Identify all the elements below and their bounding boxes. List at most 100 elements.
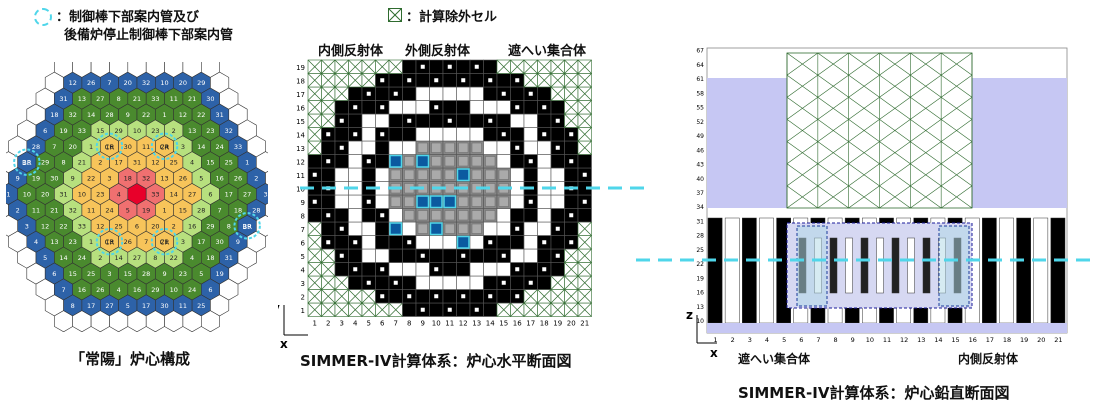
grid-cell (334, 262, 349, 277)
hex-number: 20 (151, 222, 159, 230)
grid-cell (429, 113, 444, 128)
z-tick-label: 34 (696, 204, 704, 211)
grid-cell (361, 235, 376, 250)
hatch-line (817, 52, 849, 76)
hex-number: 9 (16, 175, 20, 183)
grid-cell (523, 208, 538, 223)
grid-cell (469, 248, 484, 263)
grid-cell (510, 127, 525, 142)
hex-number: 19 (32, 175, 40, 183)
grid-cell (456, 59, 471, 74)
hex-number: 18 (206, 254, 214, 262)
grid-cell (469, 100, 484, 115)
hex-number: 3 (107, 270, 111, 278)
grid-cell (550, 208, 565, 223)
control-rod-marker (233, 212, 261, 240)
grid-cell (361, 248, 376, 263)
grid-cell-dot (569, 186, 574, 191)
grid-cell (456, 113, 471, 128)
grid-cell-dot (407, 118, 412, 123)
grid-cell-hatch (523, 59, 538, 74)
grid-cell (375, 113, 390, 128)
hatch-line (786, 97, 819, 120)
hex-number: 3 (181, 143, 185, 151)
hex-number: 13 (50, 238, 58, 246)
fuel-pin (845, 237, 853, 294)
grid-cell (442, 73, 457, 88)
hatch-line (848, 141, 880, 164)
hex-number: 4 (190, 159, 194, 167)
x-tick-label: 8 (407, 320, 411, 328)
grid-cell (523, 221, 538, 236)
grid-cell (402, 221, 417, 236)
hatch-line (848, 74, 880, 98)
hex-cell (265, 171, 268, 186)
grid-cell (388, 100, 403, 115)
grid-cell (334, 208, 349, 223)
grid-cell-inner (417, 210, 428, 221)
y-tick-label: 19 (296, 64, 305, 72)
grid-cell-dot (488, 294, 493, 299)
grid-cell (402, 59, 417, 74)
grid-cell-hatch (307, 113, 322, 128)
grid-cell (375, 221, 390, 236)
grid-cell (483, 262, 498, 277)
grid-cell-dot (515, 267, 520, 272)
hex-number: 24 (78, 254, 86, 262)
hex-number: 30 (50, 175, 58, 183)
grid-cell-inner (417, 183, 428, 194)
grid-cell (348, 248, 363, 263)
grid-cell-dot (380, 294, 385, 299)
hex-number: 27 (243, 191, 251, 199)
grid-cell (510, 167, 525, 182)
inner-reflector-left (796, 225, 828, 307)
grid-cell (361, 208, 376, 223)
control-rod-cell (456, 235, 470, 249)
grid-cell (483, 140, 498, 155)
grid-cell-dot (582, 199, 587, 204)
hex-number: 15 (96, 127, 104, 135)
grid-cell-hatch (307, 59, 322, 74)
grid-cell (361, 262, 376, 277)
grid-cell (348, 113, 363, 128)
hex-number: 3 (25, 222, 29, 230)
hex-number: 5 (126, 302, 130, 310)
grid-cell-dot (366, 199, 371, 204)
hex-number: 12 (151, 159, 159, 167)
z-tick-label: 19 (696, 275, 704, 282)
grid-cell-inner (458, 196, 469, 207)
x-tick-label-vertical: 8 (834, 336, 838, 344)
legend-control-rod-text-2: 後備炉停止制御棒下部案内管 (64, 28, 234, 43)
grid-cell-inner (417, 142, 428, 153)
grid-cell-dot (542, 240, 547, 245)
grid-cell (523, 167, 538, 182)
hex-number: 7 (52, 143, 56, 151)
hatch-line (848, 52, 880, 76)
fuel-pin (860, 237, 869, 294)
grid-cell-dot (366, 159, 371, 164)
control-rod-cell (456, 168, 470, 182)
hex-number: 8 (117, 95, 121, 103)
hex-number: 15 (206, 159, 214, 167)
hex-number: 31 (133, 159, 141, 167)
grid-cell-dot (555, 118, 560, 123)
grid-cell (496, 113, 511, 128)
grid-cell (388, 140, 403, 155)
grid-cell-inner (431, 169, 442, 180)
grid-cell-hatch (550, 302, 565, 317)
hex-number: 29 (114, 127, 122, 135)
y-tick-label: 7 (301, 226, 305, 234)
hex-number: 19 (142, 206, 150, 214)
grid-cell (442, 248, 457, 263)
hex-marker-label: BR (242, 223, 252, 231)
grid-cell (510, 113, 525, 128)
hex-number: 5 (199, 270, 203, 278)
hatch-line (910, 74, 942, 98)
grid-cell-hatch (564, 248, 579, 263)
grid-cell-dot (528, 280, 533, 285)
z-tick-label: 64 (696, 62, 704, 69)
grid-cell-dot (312, 199, 317, 204)
grid-cell (483, 275, 498, 290)
grid-cell-dot (380, 267, 385, 272)
